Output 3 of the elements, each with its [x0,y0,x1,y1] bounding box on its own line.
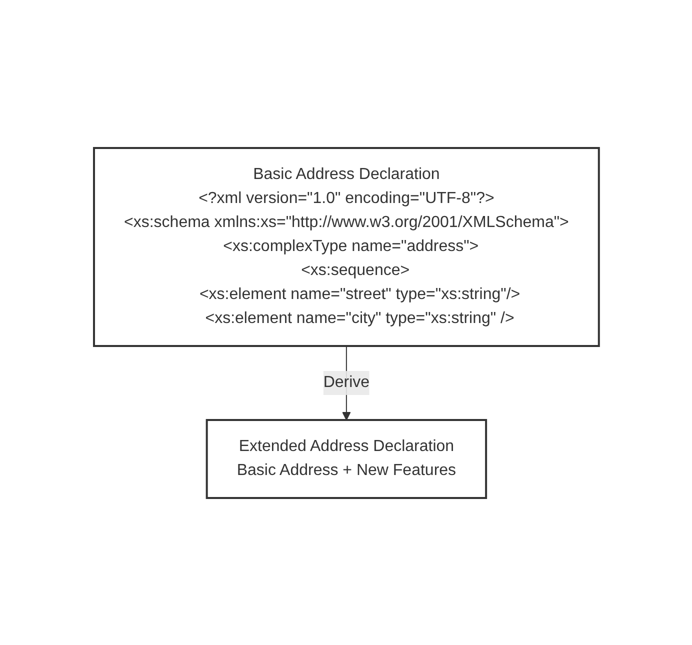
node-box: Extended Address Declaration Basic Address + New Features [205,418,487,498]
edge-label: Derive [322,374,370,390]
node-box: Basic Address Declaration <?xml version="1.0" encoding="UTF-8"?> <xs:schema xmlns:xs="http://www.w3.org/2001/XMLSchema"> <xs:complexType name="address"> <xs:sequence> <xs:element name="street" type="xs:string"/> <xs:element name="city" type="xs:string" /> [92,146,600,346]
